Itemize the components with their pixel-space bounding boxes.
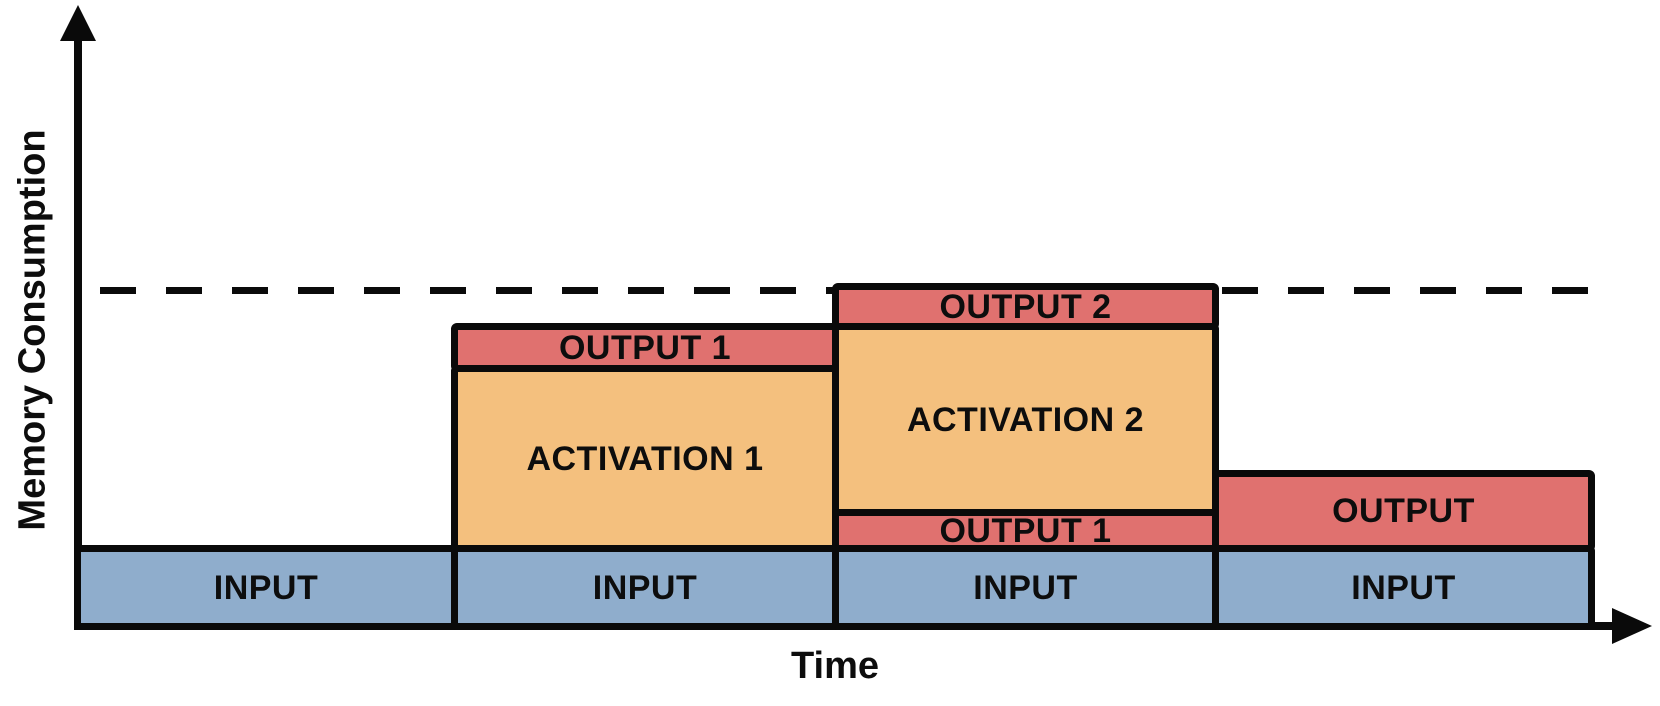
block-label: INPUT: [1351, 568, 1456, 607]
segment2-input-block: INPUT: [451, 545, 839, 630]
segment2-activation1-block: ACTIVATION 1: [451, 365, 839, 552]
block-label: OUTPUT: [1332, 492, 1475, 530]
block-label: ACTIVATION 2: [906, 400, 1145, 439]
block-label: INPUT: [973, 568, 1078, 607]
block-label: INPUT: [592, 568, 698, 607]
y-axis-label: Memory Consumption: [11, 129, 54, 531]
block-label: ACTIVATION 1: [526, 439, 764, 478]
y-axis-line: [74, 20, 82, 630]
segment3-output1-block: OUTPUT 1: [832, 509, 1219, 552]
segment3-input-block: INPUT: [832, 545, 1219, 630]
block-label: OUTPUT 1: [558, 328, 732, 367]
y-axis-arrow-icon: [60, 5, 96, 41]
segment3-activation2-block: ACTIVATION 2: [832, 323, 1219, 516]
x-axis-label: Time: [790, 645, 880, 687]
block-label: OUTPUT 1: [939, 511, 1112, 550]
block-label: INPUT: [213, 568, 319, 607]
block-label: OUTPUT 2: [939, 287, 1112, 326]
segment1-input-block: INPUT: [74, 545, 458, 630]
x-axis-arrow-icon: [1612, 608, 1652, 644]
segment4-input-block: INPUT: [1212, 545, 1595, 630]
segment4-output-block: OUTPUT: [1212, 470, 1595, 552]
